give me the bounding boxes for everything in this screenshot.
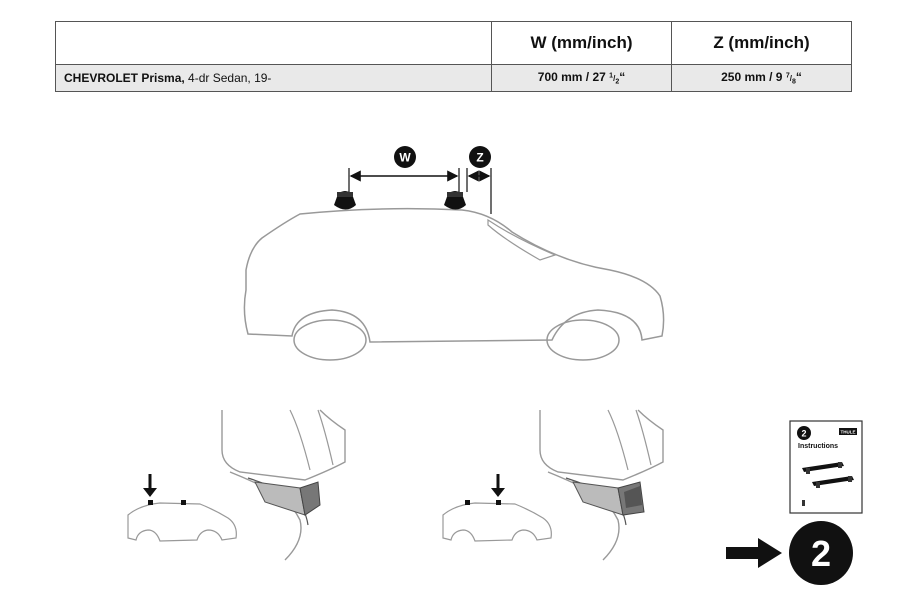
down-arrow-left-icon	[143, 474, 157, 497]
z-dimension: Z	[466, 146, 492, 214]
header-z: Z (mm/inch)	[671, 21, 852, 65]
w-label: W	[399, 151, 411, 165]
door-detail-right	[539, 409, 664, 561]
next-step-number: 2	[811, 533, 831, 574]
vehicle-cell: CHEVROLET Prisma, 4-dr Sedan, 19-	[55, 64, 492, 92]
rear-foot-pack	[444, 191, 466, 210]
w-frac-den: 2	[615, 78, 620, 86]
next-step-arrow-icon	[726, 538, 782, 568]
booklet-brand: THULE	[841, 430, 856, 435]
door-detail-left	[221, 409, 346, 561]
header-vehicle	[55, 21, 492, 65]
w-frac-num: 1	[609, 72, 614, 80]
z-value: 250 mm / 9	[721, 70, 786, 85]
w-value: 700 mm / 27	[537, 70, 610, 85]
z-label: Z	[476, 151, 483, 165]
w-quote: “	[619, 70, 626, 85]
w-dimension: W	[348, 146, 460, 192]
table-row: CHEVROLET Prisma, 4-dr Sedan, 19- 700 mm…	[55, 64, 852, 92]
z-value-cell: 250 mm / 9 7/8“	[671, 64, 852, 92]
down-arrow-right-icon	[491, 474, 505, 497]
w-value-cell: 700 mm / 27 1/2“	[491, 64, 672, 92]
booklet-step-number: 2	[801, 429, 806, 439]
measurement-table: W (mm/inch) Z (mm/inch) CHEVROLET Prisma…	[55, 21, 852, 92]
booklet-title: Instructions	[798, 443, 838, 450]
small-car-right	[442, 500, 552, 542]
front-foot-pack	[334, 191, 356, 210]
instructions-booklet-icon: 2 THULE Instructions	[789, 420, 863, 514]
table-header-row: W (mm/inch) Z (mm/inch)	[55, 21, 852, 65]
z-frac-num: 7	[785, 72, 790, 80]
small-car-left	[127, 500, 237, 542]
z-quote: “	[795, 70, 802, 85]
next-step-badge: 2	[789, 521, 853, 585]
vehicle-body-type: 4-dr Sedan, 19-	[184, 71, 272, 85]
car-silhouette	[243, 207, 665, 361]
z-frac-den: 8	[791, 78, 796, 86]
vehicle-model: CHEVROLET Prisma,	[64, 71, 185, 85]
